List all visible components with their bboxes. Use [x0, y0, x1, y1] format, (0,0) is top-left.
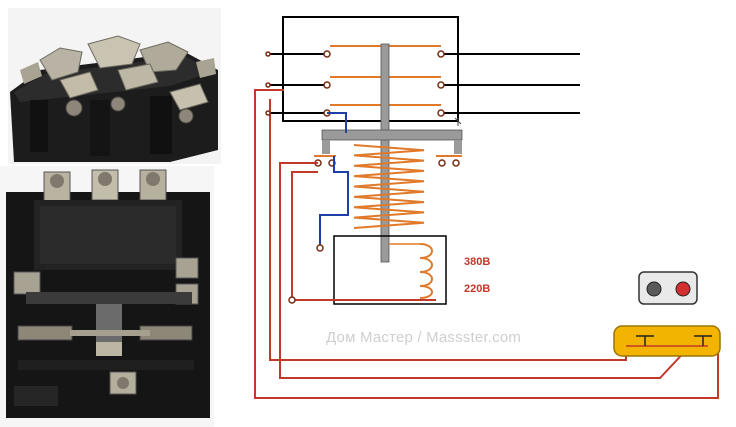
- watermark-text: Дом Мастер / Massster.com: [326, 329, 522, 346]
- coil-winding: [419, 243, 433, 299]
- contactor-frame: [282, 16, 459, 122]
- return-spring: [353, 144, 425, 229]
- control-wire-blue: [319, 112, 349, 245]
- cursor-mark: [454, 117, 462, 126]
- stop-button-icon: [675, 281, 691, 297]
- push-button-panel: [638, 271, 698, 305]
- wire-junctions: [265, 51, 324, 304]
- auxiliary-contacts: [314, 155, 462, 167]
- voltage-label-high: 380В: [464, 256, 491, 268]
- contact-terminals: [323, 50, 445, 117]
- voltage-label-low: 220В: [464, 283, 491, 295]
- coil-housing: [333, 235, 447, 305]
- start-button-icon: [646, 281, 662, 297]
- contactor-photo-top: [8, 8, 221, 164]
- push-button-station: [613, 325, 721, 357]
- contactor-photo-front: [0, 166, 214, 427]
- phase-wire-red: [254, 89, 719, 399]
- power-lines: [270, 53, 580, 114]
